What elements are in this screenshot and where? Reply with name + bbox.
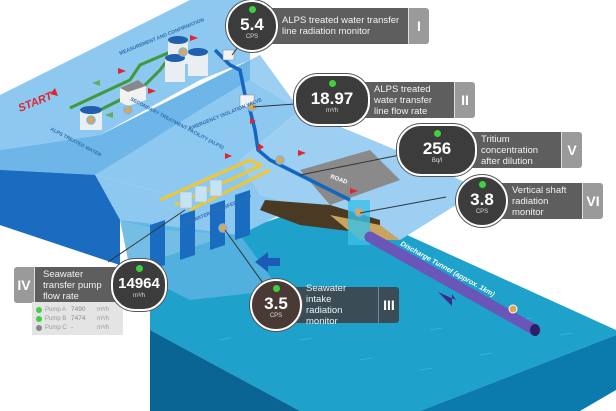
alps-tank	[80, 106, 102, 130]
monitor-V-number: V	[561, 132, 582, 168]
monitor-IV-unit: m³/h	[133, 292, 145, 299]
monitor-I-number: I	[408, 8, 429, 44]
monitor-VI[interactable]: 3.8 CPS Vertical shaft radiation monitor…	[456, 175, 603, 227]
monitor-I-unit: CPS	[245, 33, 259, 40]
status-ok-icon	[328, 80, 336, 87]
status-ok-icon	[36, 315, 42, 322]
road-label: ROAD	[329, 174, 348, 186]
seawater-pump-tanks	[179, 179, 223, 209]
land-side-front	[0, 170, 120, 265]
land-right-top	[240, 55, 480, 240]
radiation-monitor-box	[222, 49, 235, 61]
start-arrow	[50, 88, 58, 96]
valve-box	[239, 94, 257, 112]
monitor-I-description: ALPS treated water transfer line radiati…	[266, 8, 408, 44]
tunnel-monitor-icon	[508, 304, 518, 314]
monitor-II-value: 18.97	[310, 88, 354, 108]
status-ok-icon	[272, 285, 280, 292]
pump-unit: m³/h	[97, 315, 109, 322]
status-ok-icon	[433, 130, 441, 137]
monitor-IV-value: 14964	[118, 274, 160, 292]
shaft-monitor-icon	[354, 207, 364, 217]
monitor-III-gauge: 3.5 CPS	[250, 279, 302, 331]
secondary-treatment-building	[120, 80, 146, 115]
measurement-tanks	[165, 36, 208, 82]
pump-name: Pump A	[45, 306, 67, 313]
intake-pillars	[150, 190, 250, 270]
monitor-II[interactable]: 18.97 m³/h ALPS treated water transfer l…	[294, 74, 475, 126]
monitor-V-gauge: 256 Bq/l	[397, 124, 477, 176]
sea-side-right	[420, 335, 616, 411]
status-ok-icon	[36, 306, 42, 313]
monitor-VI-value: 3.8	[470, 189, 494, 209]
monitor-V-value: 256	[422, 138, 452, 158]
status-ok-icon	[478, 181, 486, 188]
monitor-I[interactable]: 5.4 CPS ALPS treated water transfer line…	[226, 0, 429, 52]
sea-side-left	[150, 330, 300, 411]
status-ok-icon	[248, 6, 256, 13]
monitor-III-number: III	[378, 287, 399, 323]
flow-arrows-green	[92, 80, 113, 118]
monitor-I-gauge: 5.4 CPS	[226, 0, 278, 52]
pump-row: Pump B 7474 m³/h	[36, 314, 119, 323]
seawater-intake-arrow	[255, 252, 280, 272]
pipe-blue	[213, 48, 351, 202]
monitor-IV-gauge: 14964 m³/h	[111, 259, 167, 311]
land-upper-top	[0, 0, 250, 150]
monitor-III-unit: CPS	[269, 312, 283, 319]
tunnel-direction-arrow	[438, 292, 456, 306]
monitor-V[interactable]: 256 Bq/l Tritium concentration after dil…	[397, 124, 582, 176]
pump-name: Pump C	[45, 324, 67, 331]
monitor-III-description: Seawater intake radiation monitor	[290, 283, 378, 327]
monitor-VI-unit: CPS	[475, 208, 489, 215]
land-upper-step	[0, 60, 250, 175]
tunnel-outlet	[530, 324, 540, 336]
pump-breakdown: Pump A 7490 m³/h Pump B 7474 m³/h Pump C…	[32, 302, 123, 335]
monitor-III[interactable]: 3.5 CPS Seawater intake radiation monito…	[250, 279, 399, 331]
flow-monitor-icon	[275, 155, 285, 165]
flow-arrows-red	[118, 35, 358, 194]
monitor-III-value: 3.5	[264, 293, 288, 313]
pump-row: Pump A 7490 m³/h	[36, 305, 119, 314]
monitor-IV-number: IV	[14, 267, 35, 303]
monitor-V-unit: Bq/l	[431, 157, 443, 164]
monitor-VI-number: VI	[582, 183, 603, 219]
status-off-icon	[36, 324, 42, 331]
monitor-V-description: Tritium concentration after dilution	[465, 132, 561, 168]
pump-name: Pump B	[45, 315, 67, 322]
discharge-tunnel	[364, 231, 541, 336]
pump-unit: m³/h	[97, 324, 109, 331]
status-ok-icon	[135, 265, 143, 272]
pump-value: -	[71, 324, 74, 331]
pump-row: Pump C - m³/h	[36, 323, 119, 332]
monitor-VI-description: Vertical shaft radiation monitor	[496, 183, 582, 219]
pump-unit: m³/h	[97, 306, 109, 313]
monitor-II-unit: m³/h	[326, 107, 338, 114]
monitor-VI-gauge: 3.8 CPS	[456, 175, 508, 227]
monitor-IV[interactable]: IV Seawater transfer pump flow rate 1496…	[14, 259, 167, 311]
pump-value: 7490	[71, 306, 86, 313]
monitor-IV-description: Seawater transfer pump flow rate	[35, 267, 123, 303]
vertical-shaft	[348, 200, 370, 245]
monitor-II-description: ALPS treated water transfer line flow ra…	[358, 82, 454, 118]
monitor-I-value: 5.4	[240, 14, 264, 34]
monitor-II-number: II	[454, 82, 475, 118]
pump-value: 7474	[71, 315, 86, 322]
monitor-II-gauge: 18.97 m³/h	[294, 74, 370, 126]
road	[300, 150, 400, 205]
